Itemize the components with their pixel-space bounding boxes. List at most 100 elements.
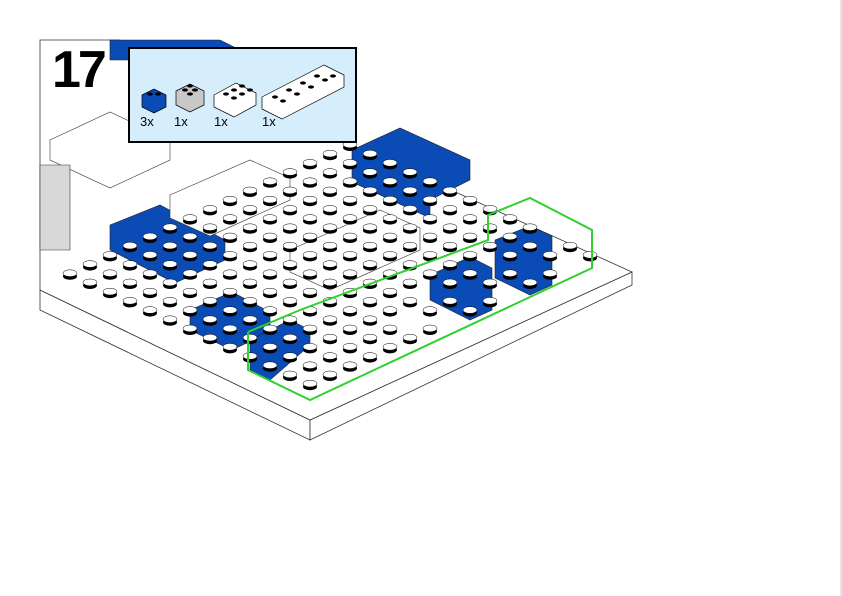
stud-top xyxy=(342,361,358,369)
stud-top xyxy=(282,315,298,323)
stud-top xyxy=(242,352,258,360)
stud-top xyxy=(202,278,218,287)
stud-top xyxy=(382,251,398,259)
stud-top xyxy=(262,269,278,277)
stud-top xyxy=(222,324,238,333)
part-qty-white-brick-2x8: 1x xyxy=(262,114,276,129)
stud-top xyxy=(202,315,218,323)
stud-top xyxy=(282,186,298,195)
stud-top xyxy=(242,278,258,287)
stud-top xyxy=(182,251,198,259)
stud-top xyxy=(522,241,538,250)
stud-top xyxy=(302,361,318,369)
stud-top xyxy=(402,260,418,268)
stud-top xyxy=(242,186,258,195)
stud-top xyxy=(342,324,358,333)
stud-top xyxy=(362,278,378,287)
stud-top xyxy=(202,260,218,268)
stud-top xyxy=(342,195,358,204)
stud-top xyxy=(342,343,358,351)
stud-top xyxy=(442,297,458,305)
stud-top xyxy=(382,287,398,296)
stud-top xyxy=(262,177,278,185)
stud-top xyxy=(122,241,138,250)
stud-top xyxy=(202,297,218,305)
stud-top xyxy=(122,297,138,305)
stud-top xyxy=(222,214,238,222)
stud-top xyxy=(82,278,98,287)
stud-top xyxy=(182,232,198,241)
stud-top xyxy=(382,343,398,351)
stud-top xyxy=(282,223,298,231)
stud-top xyxy=(482,205,498,213)
stud-top xyxy=(322,333,338,342)
stud-top xyxy=(142,306,158,314)
stud-top xyxy=(442,186,458,195)
stud-top xyxy=(282,278,298,287)
stud-top xyxy=(542,251,558,259)
stud-top xyxy=(302,195,318,204)
stud-top xyxy=(182,214,198,222)
step-number: 17 xyxy=(52,41,107,99)
stud-top xyxy=(302,379,318,388)
white-brick-2x4-icon xyxy=(213,82,257,118)
stud-top xyxy=(462,269,478,277)
stud-top xyxy=(482,241,498,250)
stud-top xyxy=(322,352,338,360)
stud-top xyxy=(222,269,238,277)
studs xyxy=(62,140,598,391)
stud-top xyxy=(362,333,378,342)
stud-top xyxy=(282,260,298,268)
stud-top xyxy=(202,241,218,250)
stud-top xyxy=(362,315,378,323)
stud-top xyxy=(442,241,458,250)
stud-top xyxy=(282,370,298,379)
part-qty-blue-brick: 3x xyxy=(140,114,154,129)
stud-top xyxy=(102,251,118,259)
stud-top xyxy=(262,232,278,241)
stud-top xyxy=(162,278,178,287)
stud-top xyxy=(462,214,478,222)
stud-top xyxy=(402,297,418,305)
stud-top xyxy=(522,223,538,231)
stud-top xyxy=(502,251,518,259)
stud-top xyxy=(222,195,238,204)
stud-top xyxy=(422,177,438,185)
stud-top xyxy=(162,223,178,231)
stud-top xyxy=(242,333,258,342)
stud-top xyxy=(462,306,478,314)
stud-top xyxy=(382,306,398,314)
stud-top xyxy=(262,287,278,296)
stud-top xyxy=(202,205,218,213)
stud-top xyxy=(282,168,298,176)
stud-top xyxy=(442,260,458,268)
stud-top xyxy=(302,324,318,333)
stud-top xyxy=(262,195,278,204)
white-brick-2x8-icon xyxy=(261,64,345,120)
gray-brick-icon xyxy=(175,83,205,113)
stud-top xyxy=(322,149,338,158)
stud-top xyxy=(242,241,258,250)
stud-top xyxy=(322,370,338,379)
stud-top xyxy=(142,251,158,259)
stud-top xyxy=(262,361,278,369)
stud-top xyxy=(382,195,398,204)
stud-top xyxy=(362,223,378,231)
blue-brick-icon xyxy=(141,88,167,114)
stud-top xyxy=(142,269,158,277)
parts-icons xyxy=(141,64,345,120)
stud-top xyxy=(362,186,378,195)
stud-top xyxy=(302,287,318,296)
stud-top xyxy=(282,205,298,213)
stud-top xyxy=(222,232,238,241)
stud-top xyxy=(482,278,498,287)
stud-top xyxy=(362,241,378,250)
stud-top xyxy=(322,223,338,231)
stud-top xyxy=(302,177,318,185)
stud-top xyxy=(382,324,398,333)
stud-top xyxy=(342,232,358,241)
stud-top xyxy=(362,168,378,176)
stud-top xyxy=(502,214,518,222)
stud-top xyxy=(62,269,78,277)
